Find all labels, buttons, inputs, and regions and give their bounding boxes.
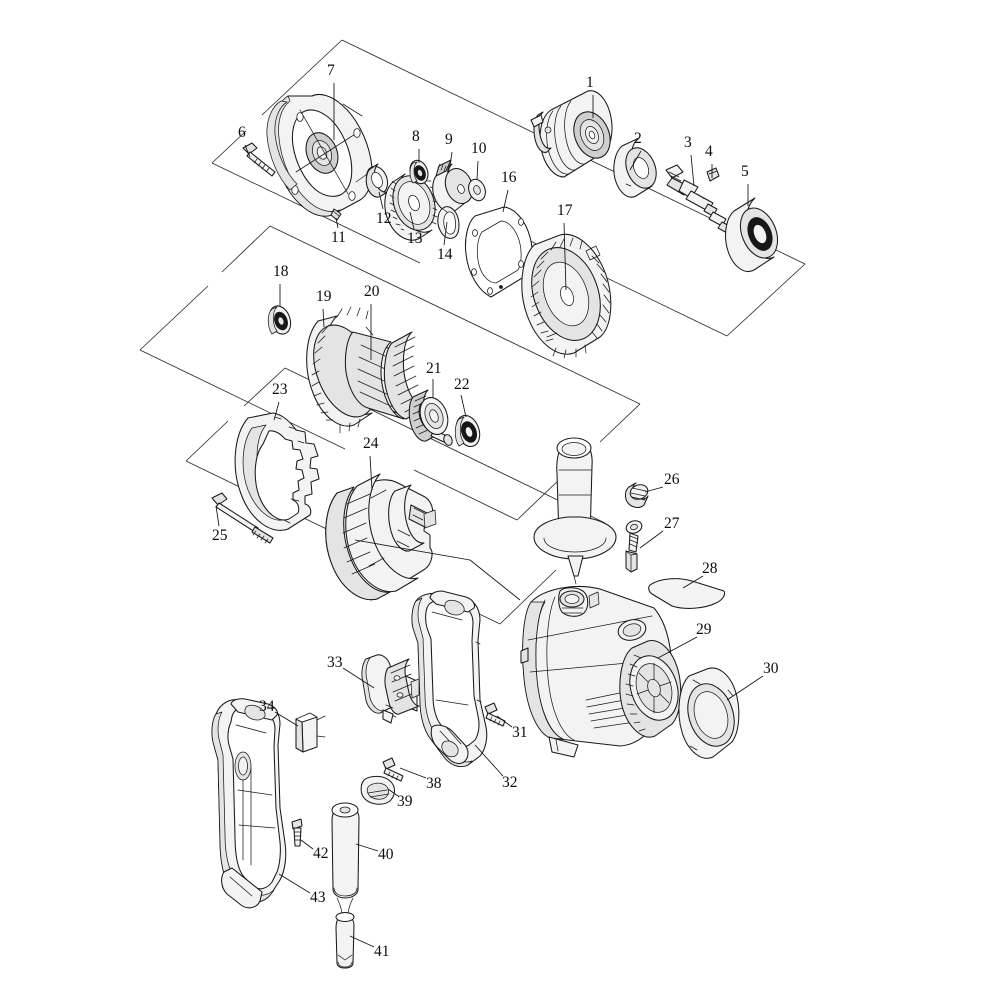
part-27-carbon-brush (625, 520, 643, 573)
callout-number-20: 20 (364, 283, 380, 300)
part-32-handle-housing-right (411, 590, 488, 768)
part-29-motor-housing (520, 586, 682, 758)
callout-number-19: 19 (316, 288, 332, 305)
part-18-oil-seal-rear (267, 305, 292, 335)
callout-number-29: 29 (696, 621, 712, 638)
callout-number-42: 42 (313, 845, 329, 862)
callout-number-1: 1 (586, 74, 594, 91)
callout-number-39: 39 (397, 793, 413, 810)
callout-number-11: 11 (331, 229, 346, 246)
callout-number-31: 31 (512, 724, 528, 741)
part-30-cap (678, 667, 740, 759)
callout-number-27: 27 (664, 515, 680, 532)
part-28-name-plate (648, 578, 726, 609)
callout-number-40: 40 (378, 846, 394, 863)
part-26-brush-cap (624, 482, 649, 508)
callout-number-17: 17 (557, 202, 573, 219)
part-13-spur-gear (384, 173, 438, 241)
callout-number-32: 32 (502, 774, 518, 791)
callout-number-9: 9 (445, 131, 453, 148)
part-7-gear-housing (266, 93, 373, 217)
part-14-retaining-ring (437, 206, 460, 239)
callout-number-4: 4 (705, 143, 713, 160)
callout-number-2: 2 (634, 130, 642, 147)
callout-number-21: 21 (426, 360, 442, 377)
part-1-chuck (530, 90, 613, 178)
part-31-tapping-screw (484, 702, 506, 727)
callout-number-28: 28 (702, 560, 718, 577)
callout-number-18: 18 (273, 263, 289, 280)
part-5-ball-bearing (725, 197, 779, 272)
part-22-ball-bearing-rear (454, 414, 481, 448)
part-21-bearing-washer (419, 397, 449, 435)
callout-number-5: 5 (741, 163, 749, 180)
part-25-long-screw (211, 492, 274, 544)
part-8-oil-seal (409, 159, 429, 185)
part-3-spindle (665, 164, 734, 235)
part-39-cord-clamp (360, 775, 396, 805)
part-38-tapping-screw-clamp (382, 757, 404, 782)
part-4-key (706, 167, 720, 182)
callout-number-38: 38 (426, 775, 442, 792)
callout-number-30: 30 (763, 660, 779, 677)
callout-number-43: 43 (310, 889, 326, 906)
part-20-armature (306, 306, 453, 446)
callout-number-13: 13 (407, 230, 423, 247)
part-43-handle-housing-left (211, 698, 287, 909)
callout-number-24: 24 (363, 435, 379, 452)
callout-number-41: 41 (374, 943, 390, 960)
leader-lines (215, 83, 764, 948)
part-17-cooling-fan (521, 233, 612, 359)
part-41-power-cord (335, 897, 355, 969)
part-10-washer (468, 178, 486, 202)
part-9-pinion-gear (432, 159, 474, 213)
part-23-brush-holder-plate (234, 412, 320, 531)
callout-number-7: 7 (327, 62, 335, 79)
callout-number-8: 8 (412, 128, 420, 145)
part-42-tapping-screw (291, 818, 303, 847)
callout-number-22: 22 (454, 376, 470, 393)
callout-number-16: 16 (501, 169, 517, 186)
part-motor-housing-tube (533, 437, 617, 585)
callout-number-34: 34 (259, 698, 275, 715)
part-40-cord-protector (331, 802, 360, 899)
callout-number-6: 6 (238, 124, 246, 141)
callout-number-23: 23 (272, 381, 288, 398)
part-33-trigger-switch (361, 654, 420, 724)
callout-number-12: 12 (376, 210, 392, 227)
callout-number-14: 14 (437, 246, 453, 263)
part-6-screw (242, 142, 276, 177)
callout-number-25: 25 (212, 527, 228, 544)
part-11-pin (330, 208, 342, 221)
callout-number-3: 3 (684, 134, 692, 151)
part-34-noise-suppressor (295, 712, 326, 753)
callout-number-10: 10 (471, 140, 487, 157)
callout-number-33: 33 (327, 654, 343, 671)
callout-number-26: 26 (664, 471, 680, 488)
part-24-field-stator (325, 473, 437, 601)
part-12-needle-bearing (365, 163, 390, 198)
